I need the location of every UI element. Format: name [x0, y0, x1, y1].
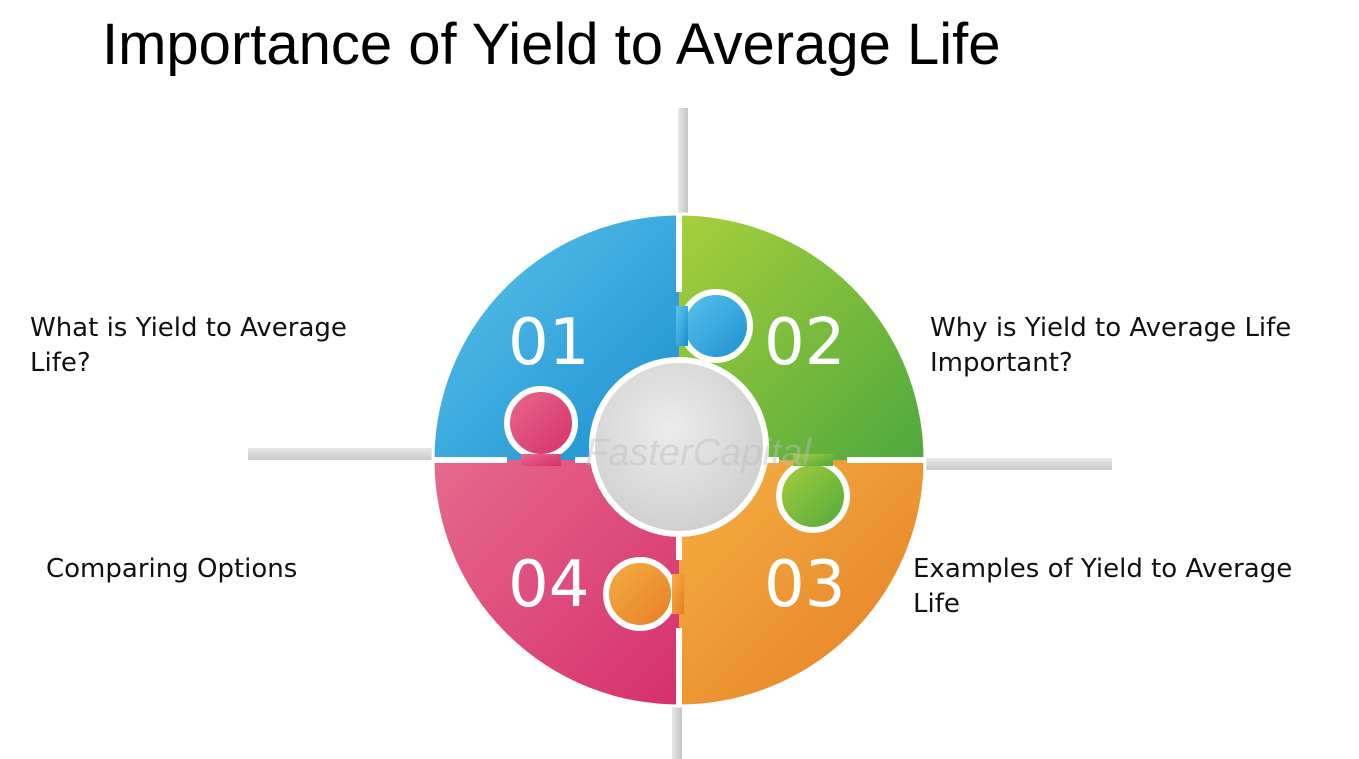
segment-04-knob — [504, 386, 578, 460]
page-title: Importance of Yield to Average Life — [102, 12, 1001, 77]
segment-01-knob — [679, 289, 753, 363]
segment-03-number: 03 — [764, 548, 845, 622]
segment-04-number: 04 — [508, 548, 589, 622]
segment-02-label: Why is Yield to Average Life Important? — [930, 313, 1292, 378]
center-hub — [589, 357, 769, 537]
crosshair-bottom-bar — [672, 690, 682, 759]
segment-03-label: Examples of Yield to Average Life — [913, 554, 1293, 619]
segment-04-label: Comparing Options — [46, 554, 298, 584]
crosshair-right-bar — [910, 458, 1112, 470]
segment-01-label: What is Yield to Average Life? — [30, 313, 347, 378]
crosshair-top-bar — [678, 108, 688, 228]
segment-03-knob — [603, 557, 677, 631]
segment-02-number: 02 — [764, 306, 845, 380]
crosshair-left-bar — [248, 448, 448, 460]
segment-01-number: 01 — [508, 306, 589, 380]
watermark-text: FasterCapital — [585, 432, 813, 474]
